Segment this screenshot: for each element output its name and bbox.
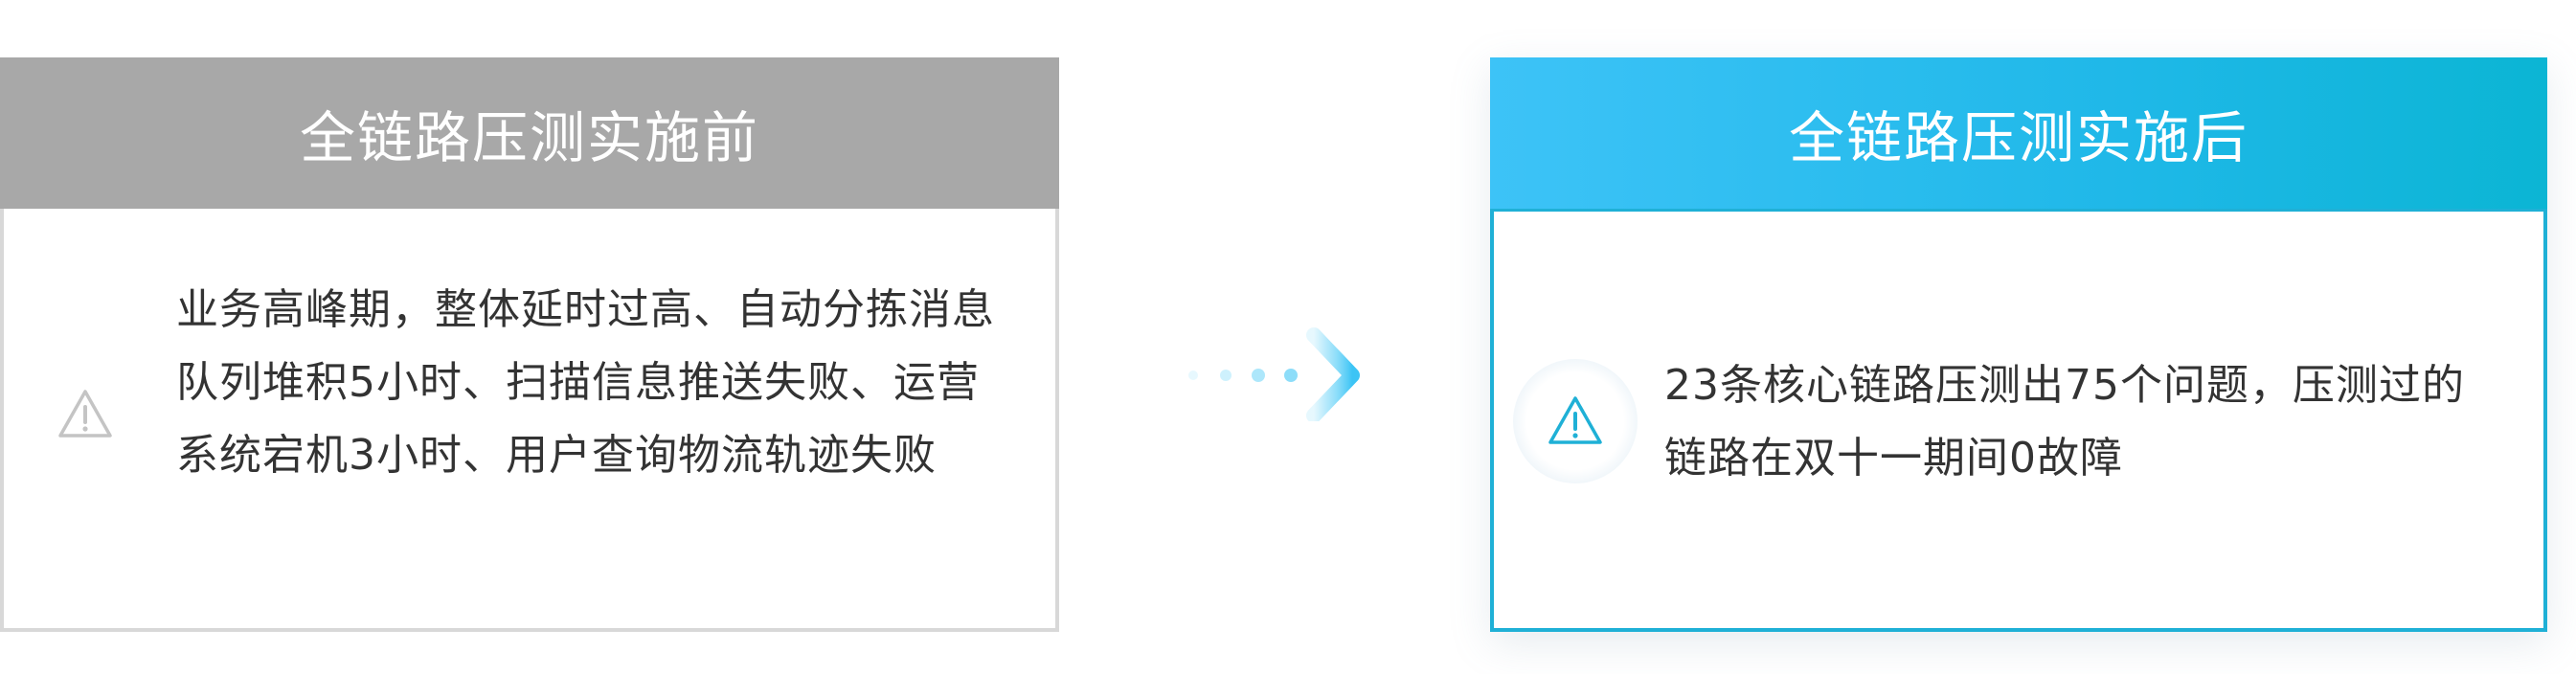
after-card-body: 23条核心链路压测出75个问题，压测过的链路在双十一期间0故障 bbox=[1490, 209, 2547, 632]
before-card-header: 全链路压测实施前 bbox=[0, 57, 1059, 209]
arrow-right-icon bbox=[1184, 326, 1366, 423]
before-card-title: 全链路压测实施前 bbox=[299, 105, 759, 170]
warning-icon bbox=[52, 381, 119, 448]
before-card-text: 业务高峰期，整体延时过高、自动分拣消息队列堆积5小时、扫描信息推送失败、运营系统… bbox=[176, 285, 995, 480]
after-card-title: 全链路压测实施后 bbox=[1788, 105, 2248, 170]
warning-icon bbox=[1513, 359, 1638, 483]
before-card: 全链路压测实施前 业务高峰期，整体延时过高、自动分拣消息队列堆积5小时、扫描信息… bbox=[0, 57, 1059, 632]
after-card-header: 全链路压测实施后 bbox=[1490, 57, 2547, 209]
after-card-text: 23条核心链路压测出75个问题，压测过的链路在双十一期间0故障 bbox=[1664, 361, 2465, 483]
before-card-body: 业务高峰期，整体延时过高、自动分拣消息队列堆积5小时、扫描信息推送失败、运营系统… bbox=[0, 209, 1059, 632]
after-card: 全链路压测实施后 23条核心链路压测出75个问题，压测过的链路在双十一期间0故障 bbox=[1490, 57, 2547, 632]
